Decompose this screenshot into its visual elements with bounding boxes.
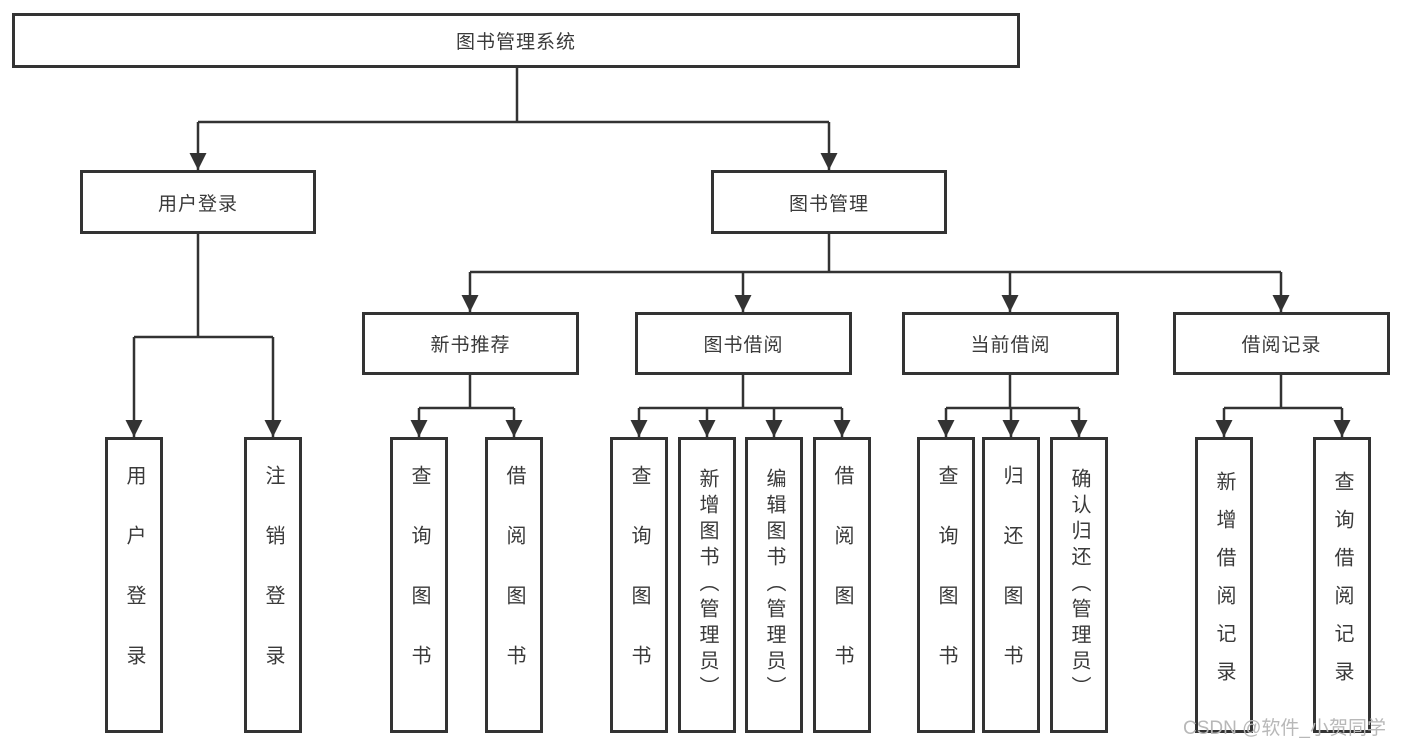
- leaf-add-books-admin: 新增图书（管理员）: [678, 437, 736, 733]
- leaf-recommend-query-books: 查询图书: [390, 437, 448, 733]
- leaf-confirm-return-admin: 确认归还（管理员）: [1050, 437, 1108, 733]
- leaf-recommend-borrow-books: 借阅图书: [485, 437, 543, 733]
- leaf-edit-books-admin: 编辑图书（管理员）: [745, 437, 803, 733]
- leaf-return-books: 归还图书: [982, 437, 1040, 733]
- watermark: CSDN @软件_小贺同学: [1183, 718, 1386, 739]
- node-root: 图书管理系统: [12, 13, 1020, 68]
- node-new-book-recommend-label: 新书推荐: [430, 335, 511, 356]
- leaf-add-borrow-record: 新增借阅记录: [1195, 437, 1253, 733]
- node-book-management: 图书管理: [711, 170, 947, 234]
- leaf-current-query-books-label: 查询图书: [935, 465, 957, 705]
- leaf-logout: 注销登录: [244, 437, 302, 733]
- leaf-borrow-query-books: 查询图书: [610, 437, 668, 733]
- node-current-borrow: 当前借阅: [902, 312, 1119, 375]
- node-user-login: 用户登录: [80, 170, 316, 234]
- leaf-borrow-borrow-books-label: 借阅图书: [831, 465, 853, 705]
- leaf-edit-books-admin-label: 编辑图书（管理员）: [763, 468, 785, 702]
- node-book-management-label: 图书管理: [788, 193, 869, 215]
- node-root-label: 图书管理系统: [455, 32, 576, 53]
- node-new-book-recommend: 新书推荐: [362, 312, 579, 375]
- leaf-confirm-return-admin-label: 确认归还（管理员）: [1068, 468, 1090, 702]
- leaf-recommend-query-books-label: 查询图书: [408, 465, 430, 705]
- node-book-borrow: 图书借阅: [635, 312, 852, 375]
- leaf-user-login-label: 用户登录: [123, 465, 145, 705]
- node-borrow-records-label: 借阅记录: [1241, 335, 1322, 356]
- leaf-return-books-label: 归还图书: [1000, 465, 1022, 705]
- leaf-current-query-books: 查询图书: [917, 437, 975, 733]
- node-user-login-label: 用户登录: [157, 193, 238, 215]
- leaf-borrow-borrow-books: 借阅图书: [813, 437, 871, 733]
- node-current-borrow-label: 当前借阅: [970, 335, 1051, 356]
- leaf-add-books-admin-label: 新增图书（管理员）: [696, 468, 718, 702]
- leaf-query-borrow-record-label: 查询借阅记录: [1331, 471, 1353, 699]
- leaf-query-borrow-record: 查询借阅记录: [1313, 437, 1371, 733]
- node-borrow-records: 借阅记录: [1173, 312, 1390, 375]
- leaf-user-login: 用户登录: [105, 437, 163, 733]
- leaf-add-borrow-record-label: 新增借阅记录: [1213, 471, 1235, 699]
- node-book-borrow-label: 图书借阅: [703, 335, 784, 356]
- leaf-recommend-borrow-books-label: 借阅图书: [503, 465, 525, 705]
- leaf-borrow-query-books-label: 查询图书: [628, 465, 650, 705]
- leaf-logout-label: 注销登录: [262, 465, 284, 705]
